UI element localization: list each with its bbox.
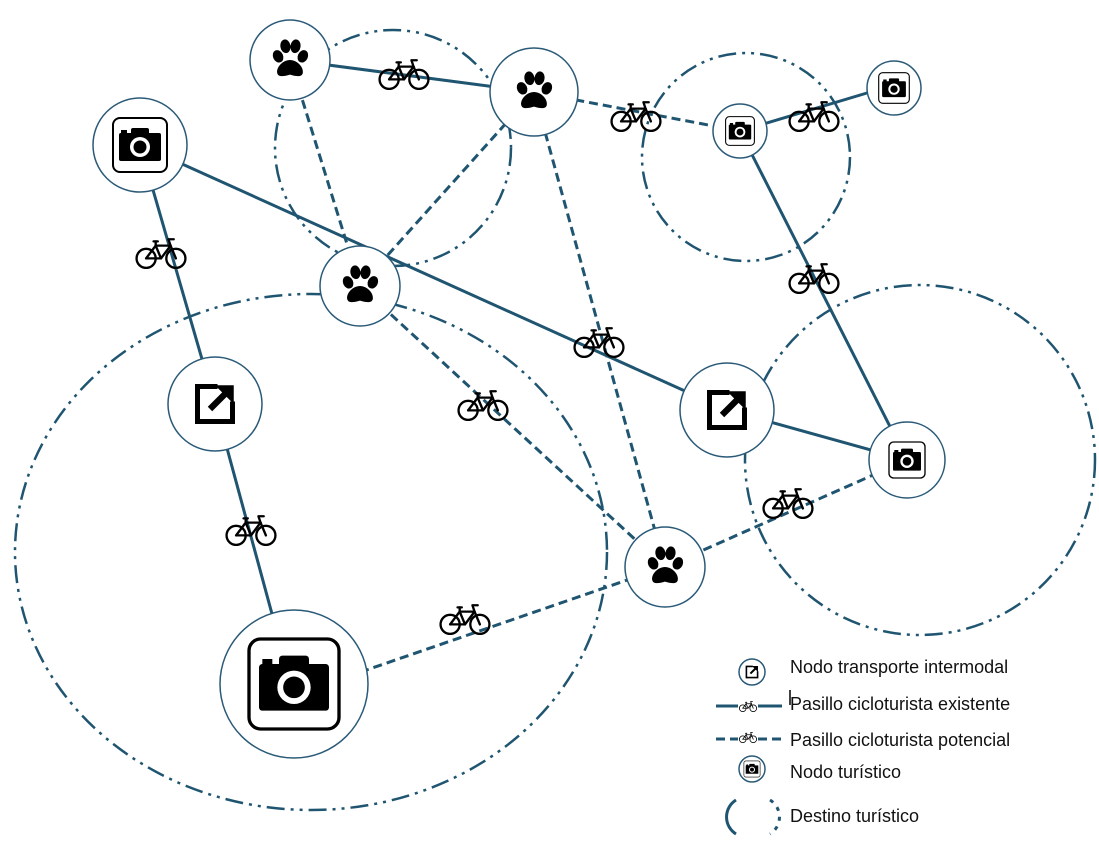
camera-icon	[743, 760, 761, 778]
camera-icon	[888, 441, 926, 479]
legend-label-destination: Destino turístico	[790, 806, 920, 826]
destination-circle	[743, 283, 1097, 637]
bicycle-icon	[788, 101, 840, 132]
destination-circle	[640, 51, 852, 263]
camera-icon	[112, 117, 168, 173]
potential-corridor	[293, 565, 666, 697]
legend-label-intermodal: Nodo transporte intermodal	[790, 657, 1009, 677]
potential-corridor	[358, 284, 667, 569]
existing-corridor	[738, 130, 909, 461]
potential-corridor	[664, 458, 908, 569]
camera-icon	[878, 72, 910, 104]
legend-label-tourist-node: Nodo turístico	[790, 762, 902, 782]
legend-label-existing: Pasillo cicloturista existente	[790, 694, 1011, 714]
legend-destination-arc	[769, 798, 781, 836]
legend-symbols	[716, 658, 791, 836]
existing-corridor	[139, 143, 728, 412]
camera-icon	[725, 116, 755, 146]
legend-label-potential: Pasillo cicloturista potencial	[790, 730, 1011, 750]
destination-circle	[13, 292, 609, 812]
potential-corridor	[532, 91, 667, 568]
legend-existing-gap	[738, 699, 758, 710]
legend-destination-arc	[725, 798, 737, 836]
legend-potential-gap	[738, 732, 758, 743]
bicycle-icon	[135, 238, 187, 269]
camera-icon	[247, 637, 341, 731]
